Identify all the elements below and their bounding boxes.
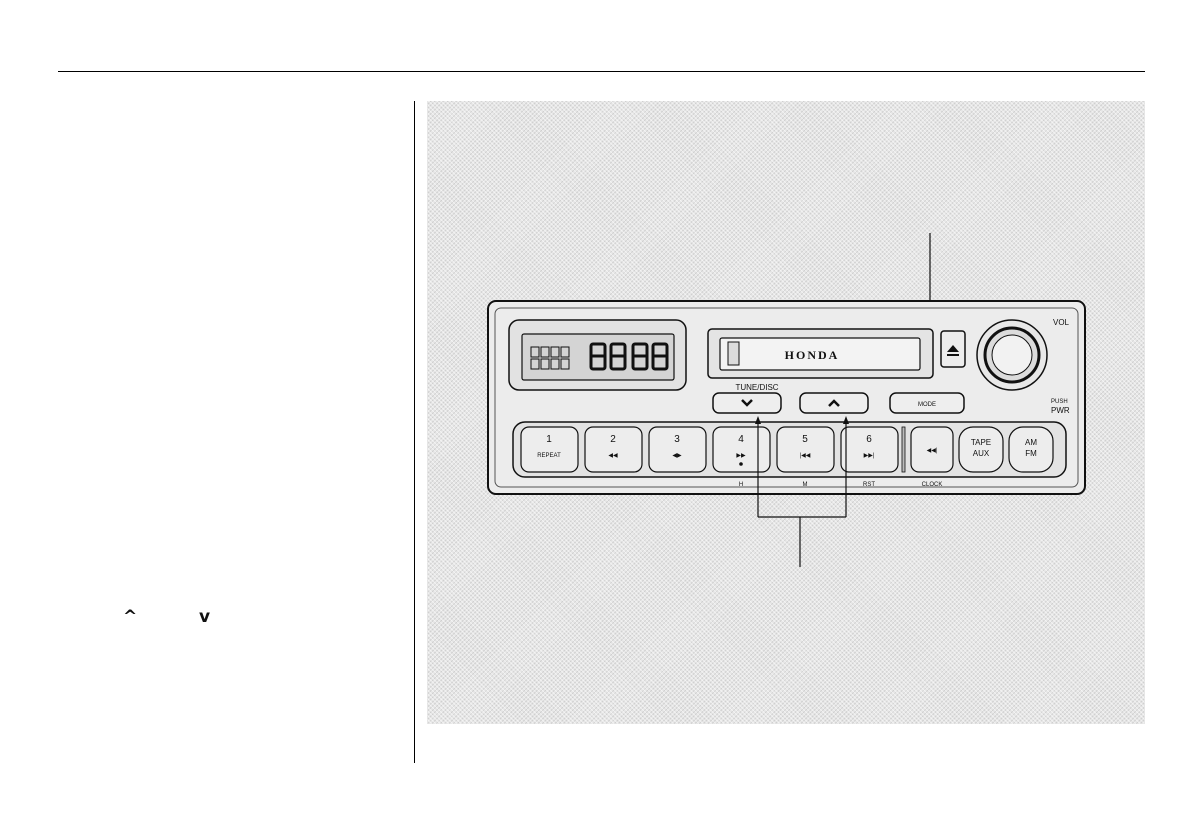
preset-3-sub: ◀▶ — [672, 453, 682, 459]
preset-2-number: 2 — [610, 434, 616, 445]
fm-label: FM — [1025, 449, 1037, 458]
clock-m-label: M — [803, 482, 808, 488]
preset-button-1[interactable]: 1 REPEAT — [520, 426, 579, 473]
seek-icon: ◀◀| — [927, 448, 938, 454]
preset-button-3[interactable]: 3 ◀▶ — [648, 426, 707, 473]
preset-1-sub: REPEAT — [537, 453, 561, 459]
preset-button-4[interactable]: 4 ▶▶ — [712, 426, 771, 473]
lcd-segments — [530, 346, 570, 370]
preset-5-sub: |◀◀ — [800, 453, 811, 459]
cassette-door — [719, 337, 921, 371]
preset-button-5[interactable]: 5 |◀◀ — [776, 426, 835, 473]
tape-label: TAPE — [971, 438, 991, 447]
tune-up-button[interactable] — [799, 392, 869, 414]
preset-6-sub: ▶▶| — [864, 453, 875, 459]
tune-down-icon — [741, 399, 753, 407]
cassette-tab — [727, 341, 740, 366]
preset-button-6[interactable]: 6 ▶▶| — [840, 426, 899, 473]
pwr-label-2: PWR — [1051, 406, 1070, 415]
tune-callout-arrow-right — [843, 416, 849, 424]
pwr-label-1: PUSH — [1051, 399, 1068, 405]
lcd-digits — [589, 342, 669, 371]
clock-label: CLOCK — [922, 482, 943, 488]
eject-icon — [947, 345, 959, 352]
preset-row-divider — [901, 426, 906, 473]
radio-illustration: HONDA VOL PUSH PWR TUNE/DISC MODE 1 REPE… — [427, 101, 1145, 724]
aux-label: AUX — [973, 449, 990, 458]
chevron-up-icon: ^ — [123, 607, 138, 627]
preset-button-2[interactable]: 2 ◀◀ — [584, 426, 643, 473]
preset-6-number: 6 — [866, 434, 872, 445]
preset-4-dot-icon — [739, 462, 743, 466]
clock-h-label: H — [739, 482, 743, 488]
tune-up-icon — [828, 399, 840, 407]
brand-logo: HONDA — [785, 348, 840, 362]
tune-down-button[interactable] — [712, 392, 782, 414]
header-rule — [58, 71, 1145, 72]
chevron-down-icon: v — [199, 607, 211, 627]
preset-5-number: 5 — [802, 434, 808, 445]
tune-disc-label: TUNE/DISC — [735, 383, 778, 392]
clock-rst-label: RST — [863, 482, 875, 488]
preset-1-number: 1 — [546, 434, 552, 445]
tune-callout-arrow-left — [755, 416, 761, 424]
preset-4-number: 4 — [738, 434, 744, 445]
mode-button-label: MODE — [918, 402, 936, 408]
radio-diagram: HONDA VOL PUSH PWR TUNE/DISC MODE 1 REPE… — [487, 233, 1086, 567]
am-fm-button[interactable]: AM FM — [1008, 426, 1054, 473]
radio-chassis-inner — [494, 307, 1079, 488]
tape-aux-button[interactable]: TAPE AUX — [958, 426, 1004, 473]
mode-button[interactable] — [889, 392, 965, 414]
preset-4-sub: ▶▶ — [736, 453, 746, 459]
vol-label: VOL — [1053, 318, 1070, 327]
volume-knob-cap — [991, 334, 1033, 376]
am-label: AM — [1025, 438, 1037, 447]
preset-2-sub: ◀◀ — [608, 453, 618, 459]
seek-button[interactable]: ◀◀| — [910, 426, 954, 473]
column-divider — [414, 101, 415, 763]
preset-3-number: 3 — [674, 434, 680, 445]
tune-callout-bracket — [757, 421, 847, 567]
eject-icon-bar — [947, 354, 959, 356]
